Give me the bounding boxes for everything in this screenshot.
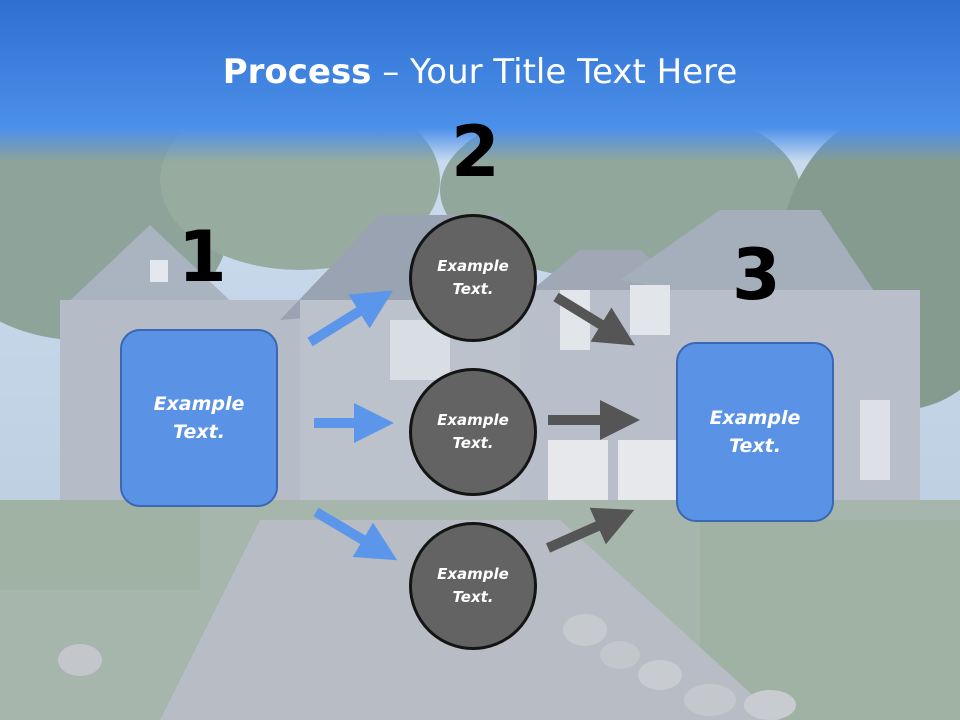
- slide-title: Process – Your Title Text Here: [0, 52, 960, 92]
- title-bold: Process: [222, 52, 372, 92]
- step-number-2: 2: [451, 111, 500, 193]
- arrow-left-to-top: [307, 290, 393, 347]
- step-number-1: 1: [178, 216, 227, 298]
- left-box-line1: Example: [153, 392, 245, 415]
- circle-bottom-line2: Text.: [452, 588, 494, 606]
- arrow-bottom-to-right: [545, 507, 635, 553]
- right-box-line2: Text.: [729, 435, 781, 457]
- circle-top-line1: Example: [437, 256, 509, 275]
- circle-middle-line2: Text.: [452, 434, 494, 452]
- circle-middle-line1: Example: [437, 410, 509, 429]
- arrow-top-to-right: [553, 292, 636, 346]
- circle-top-line2: Text.: [452, 280, 494, 298]
- arrow-left-to-bottom: [313, 507, 398, 561]
- circle-bottom-line1: Example: [437, 564, 509, 583]
- title-rest: – Your Title Text Here: [371, 52, 738, 92]
- step-number-3: 3: [732, 234, 781, 316]
- left-box-line2: Text.: [173, 421, 225, 443]
- right-box-line1: Example: [709, 406, 801, 429]
